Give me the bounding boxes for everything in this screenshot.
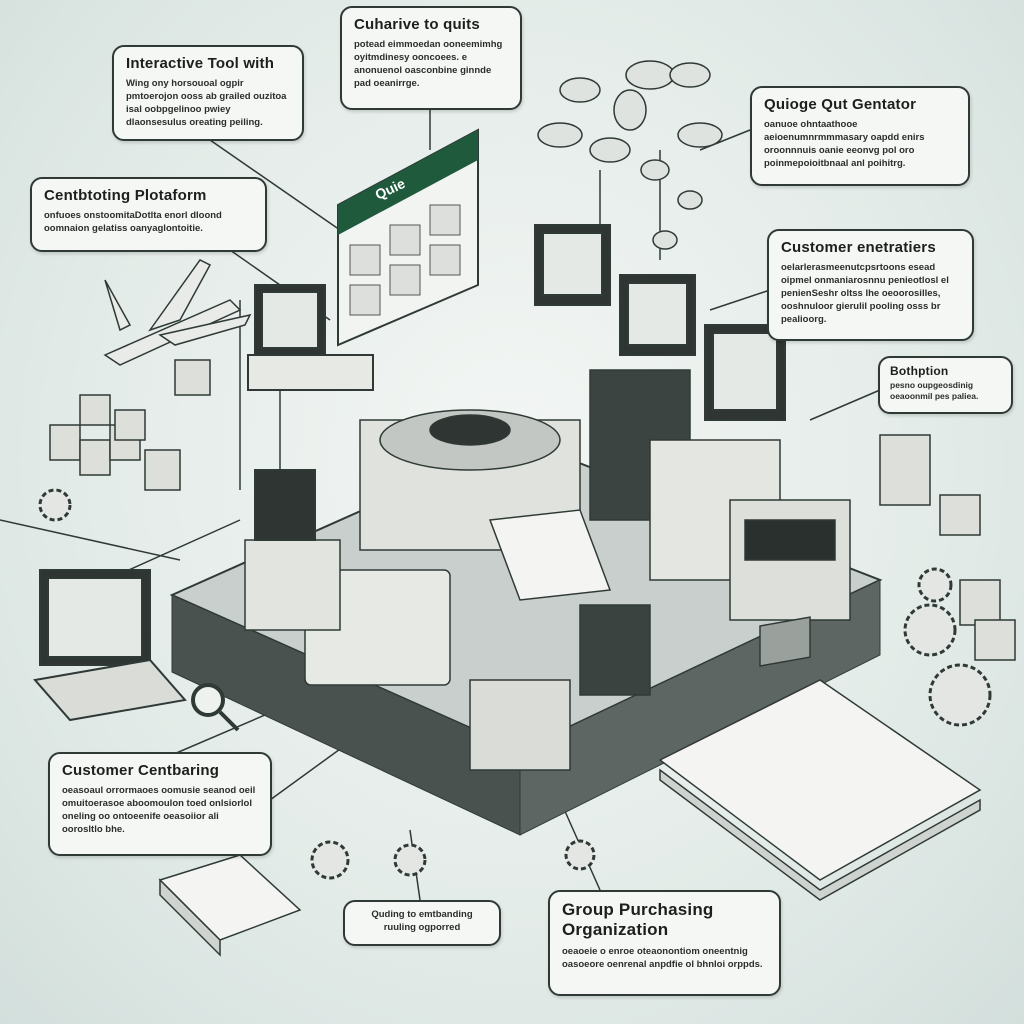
callout-title: Customer enetratiers [781, 239, 936, 256]
callout-cumulative-quotes: Cuharive to quits potead eimmoedan oonee… [340, 6, 522, 110]
callout-body: potead eimmoedan ooneemimhg oyitmdinesy … [354, 39, 503, 89]
callout-body: oeaoeie o enroe oteaonontiom oneentnig o… [562, 946, 763, 970]
machines [244, 369, 851, 771]
callout-body: oeasoaul orrormaoes oomusie seanod oeil … [62, 785, 256, 835]
document-stack [158, 616, 982, 957]
callout-bothption: Bothption pesno oupgeosdinig oeaoonmil p… [878, 356, 1013, 414]
main-quote-screen [337, 128, 479, 347]
callout-body: onfuoes onstoomitaDotlta enorl dloond oo… [44, 210, 222, 234]
callout-title: Quding to emtbanding [371, 909, 473, 920]
monitors [33, 224, 786, 722]
callout-body: oanuoe ohntaathooe aeioenumnrmmmasary oa… [764, 119, 925, 169]
callout-contributing-platform: Centbtoting Plotaform onfuoes onstoomita… [30, 177, 267, 252]
callout-title: Centbtoting Plotaform [44, 187, 207, 204]
callout-quote-generator: Quioge Qut Gentator oanuoe ohntaathooe a… [750, 86, 970, 186]
callout-body: pesno oupgeosdinig oeaoonmil pes paliea. [890, 380, 979, 401]
box-stacks [49, 359, 1016, 661]
callout-customer-centering: Customer Centbaring oeasoaul orrormaoes … [48, 752, 272, 856]
connector-lines [0, 110, 881, 901]
callout-title: Customer Centbaring [62, 762, 220, 779]
gear-icons [38, 488, 992, 880]
callout-quoting-bundling: Quding to emtbanding ruuling ogporred [343, 900, 501, 946]
callout-group-purchasing-organization: Group Purchasing Organization oeaoeie o … [548, 890, 781, 996]
callout-interactive-tool: Interactive Tool with Wing ony horsouoal… [112, 45, 304, 141]
callout-title: Cuharive to quits [354, 16, 480, 33]
callout-title: Quioge Qut Gentator [764, 96, 917, 113]
database-cluster [537, 60, 723, 250]
callout-title: Bothption [890, 364, 949, 378]
airplane-icon [103, 259, 252, 366]
callout-title: Interactive Tool with [126, 55, 275, 72]
callout-body: ruuling ogporred [383, 922, 461, 933]
callout-customer-interactions: Customer enetratiers oelarlerasmeenutcps… [767, 229, 974, 341]
callout-body: Wing ony horsouoal ogpir pmtoerojon ooss… [126, 78, 287, 128]
callout-title: Group Purchasing Organization [562, 900, 714, 939]
magnifier-icon [191, 683, 240, 732]
callout-body: oelarlerasmeenutcpsrtoons esead oipmel o… [781, 262, 949, 325]
